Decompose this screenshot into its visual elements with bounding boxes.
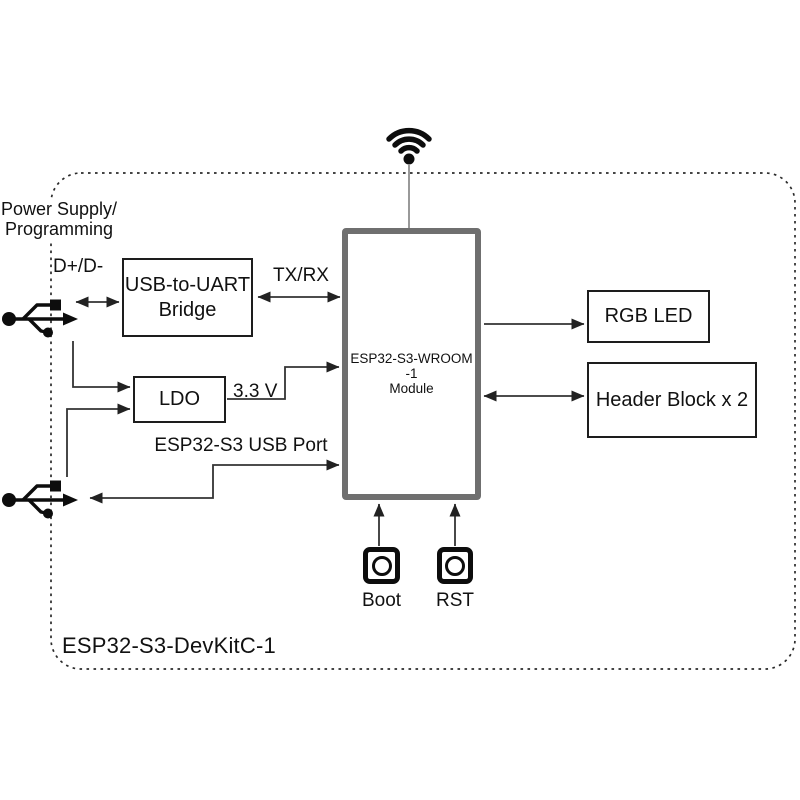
header-block-label: Header Block x 2 (595, 388, 749, 411)
power-supply-annotation: Power Supply/ Programming (0, 199, 118, 240)
usb-connector-icon (0, 478, 80, 521)
ldo-output-wire-label: 3.3 V (233, 381, 278, 402)
header-block-x2-block: Header Block x 2 (587, 362, 757, 438)
power-annotation-line1: Power Supply/ (0, 199, 118, 219)
uart-wire-label: TX/RX (273, 265, 329, 286)
wire-usb1-to-ldo (72, 341, 131, 393)
power-annotation-line2: Programming (4, 218, 114, 239)
boot-button-cap (371, 555, 392, 576)
rst-button-label: RST (436, 590, 474, 611)
module-label-line1: ESP32-S3-WROOM (350, 350, 473, 366)
wifi-antenna-icon (386, 127, 432, 165)
boot-button-label: Boot (361, 590, 402, 611)
board-title-label: ESP32-S3-DevKitC-1 (62, 633, 276, 658)
esp32-s3-wroom-module-block: ESP32-S3-WROOM -1 Module (342, 228, 481, 500)
bridge-label-line2: Bridge (158, 298, 217, 321)
ldo-label: LDO (158, 388, 201, 410)
module-label-line2: -1 (405, 365, 418, 381)
rgb-led-label: RGB LED (604, 305, 693, 327)
usb-connector-icon (0, 297, 80, 340)
rst-button-icon (437, 547, 473, 584)
wire-usb2-to-module-usbport (89, 459, 340, 504)
rgb-led-block: RGB LED (587, 290, 710, 343)
wire-ldo-to-module-3v3 (227, 361, 340, 400)
ldo-block: LDO (133, 376, 226, 423)
bridge-label-line1: USB-to-UART (124, 273, 251, 296)
board-outline (50, 172, 796, 670)
usb-to-uart-bridge-block: USB-to-UART Bridge (122, 258, 253, 337)
usb-port-wire-label: ESP32-S3 USB Port (154, 435, 328, 456)
boot-button-icon (363, 547, 400, 584)
rst-button-cap (445, 555, 465, 576)
wire-usb2-to-ldo (66, 403, 131, 477)
module-label-line3: Module (389, 380, 434, 396)
usb-data-wire-label: D+/D- (53, 256, 104, 277)
